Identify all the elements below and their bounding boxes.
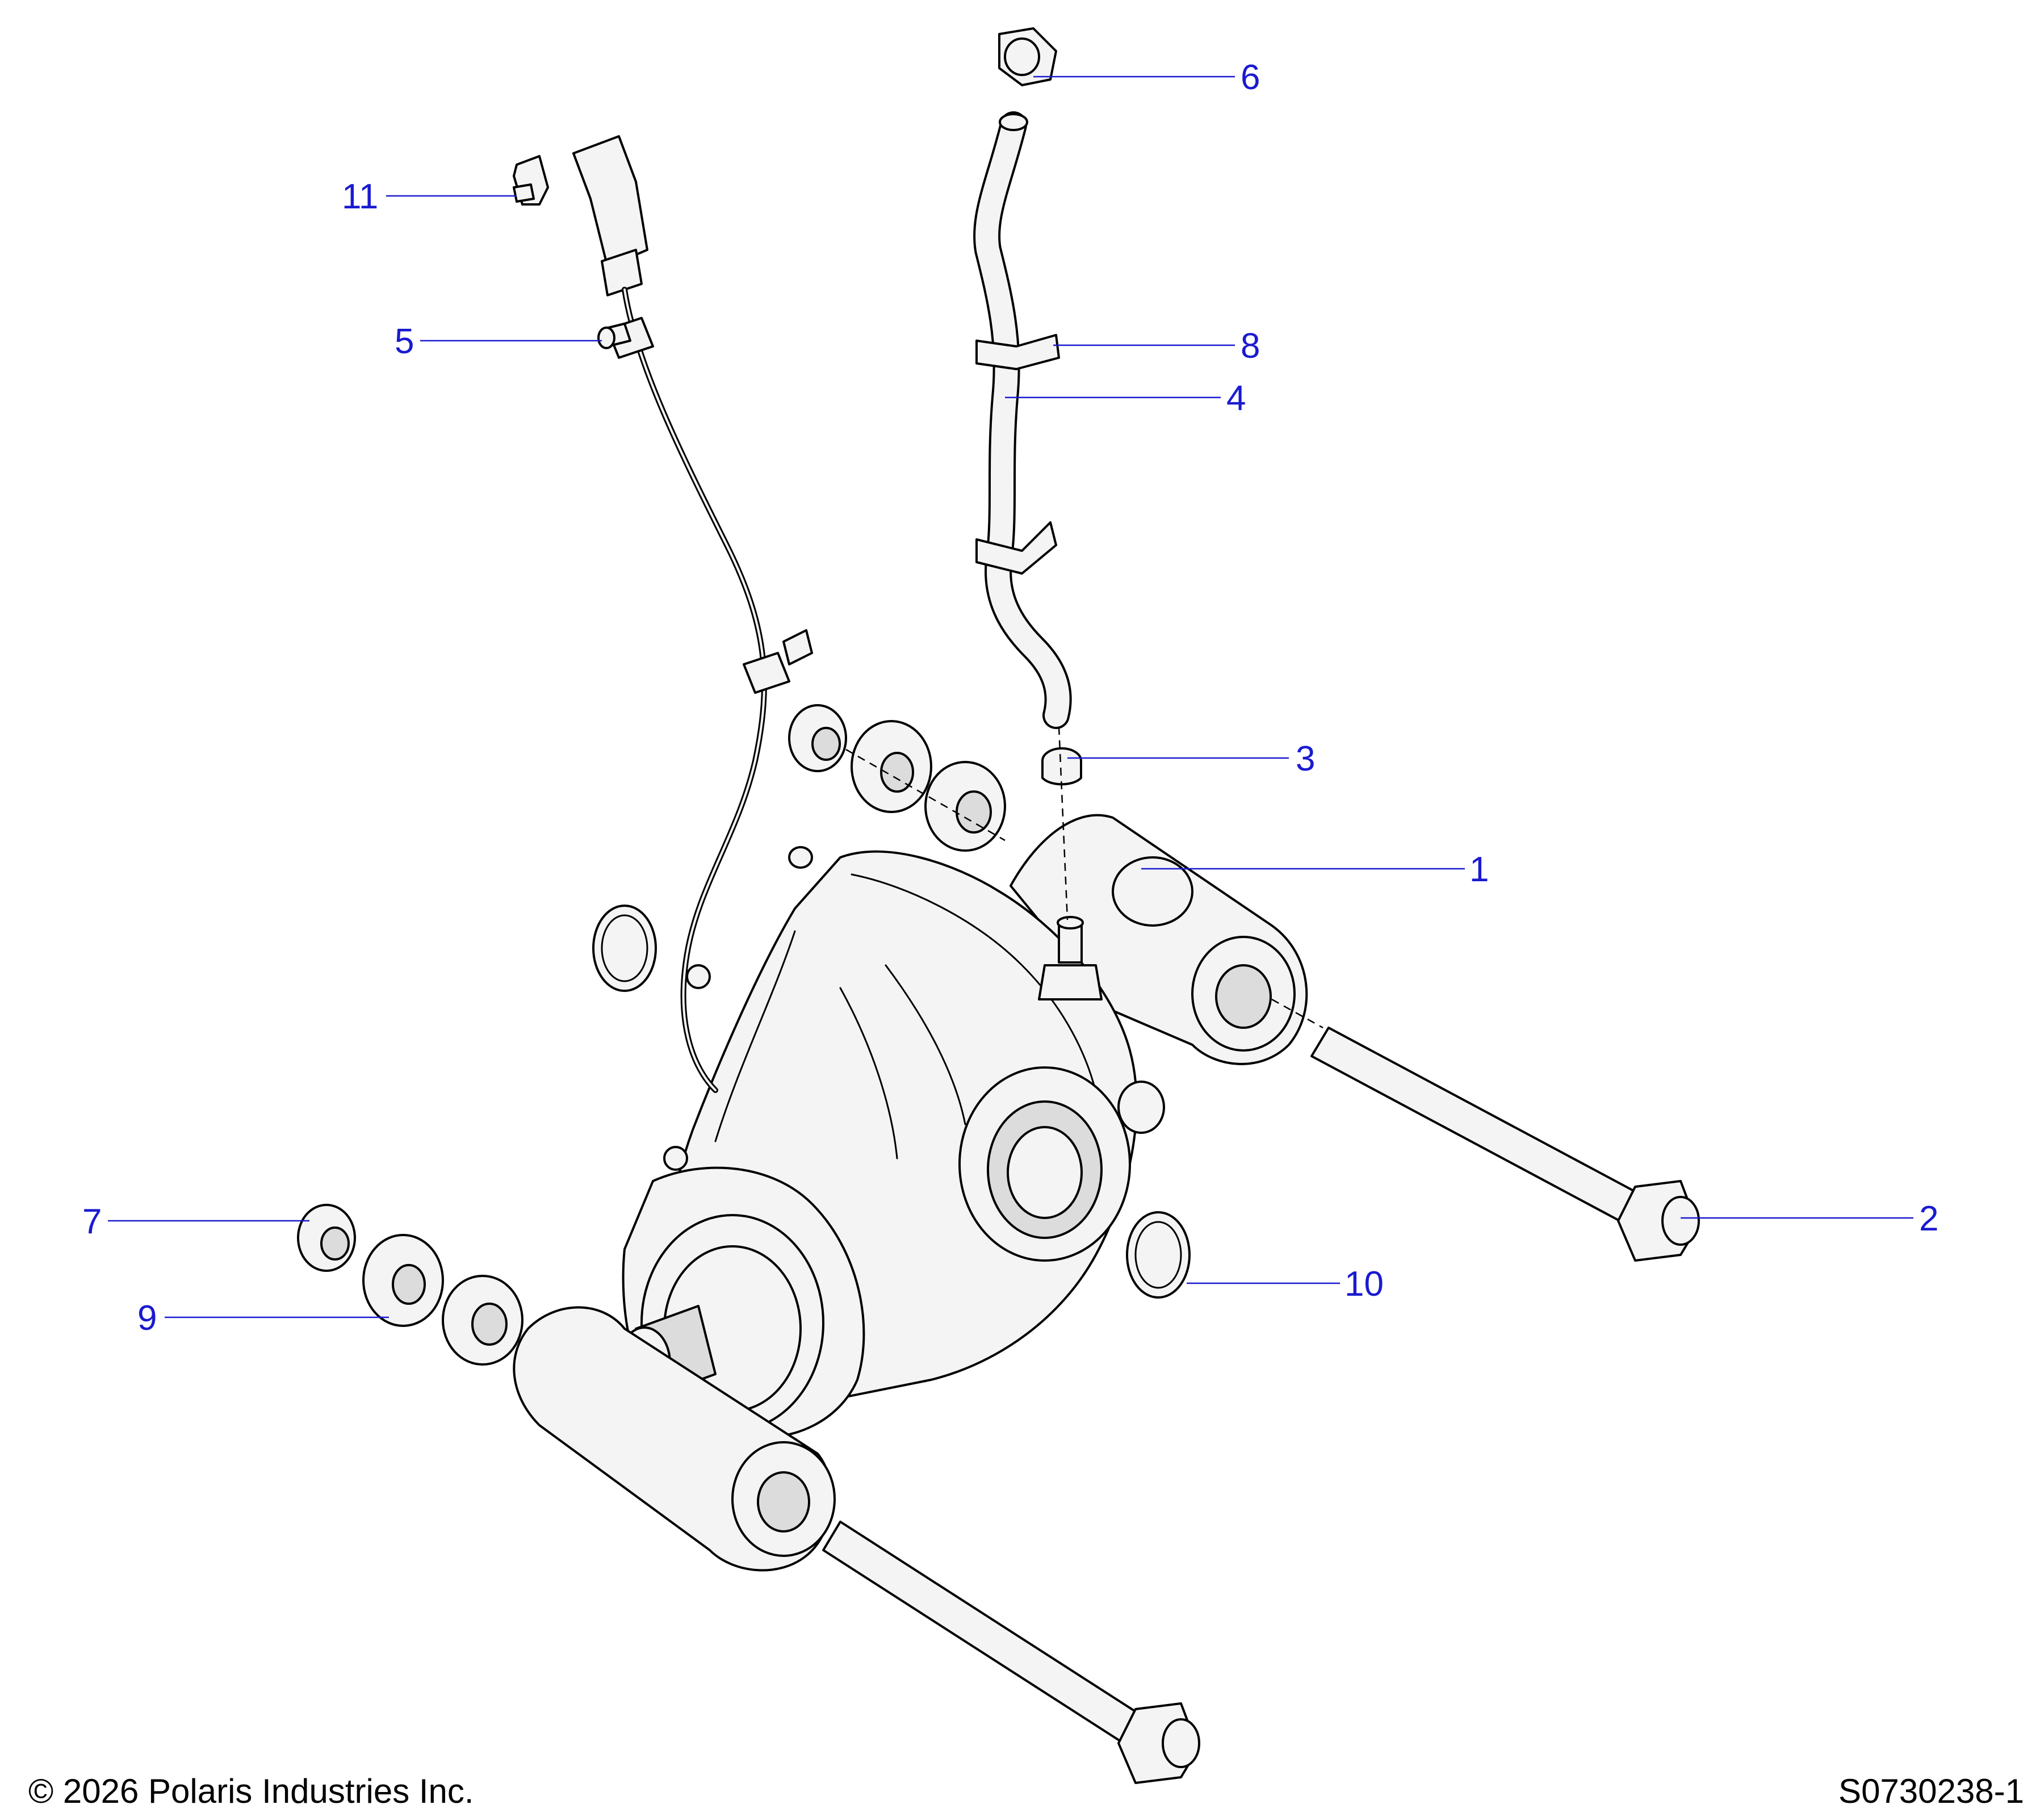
drawing-number: S0730238-1 bbox=[1838, 1772, 2024, 1810]
o-ring-right bbox=[1126, 1211, 1191, 1299]
push-clip bbox=[513, 155, 549, 206]
callout-5: 5 bbox=[395, 322, 414, 361]
callout-3: 3 bbox=[1296, 739, 1315, 778]
lower-mount-hardware bbox=[297, 1204, 523, 1366]
bushing-lower-hole bbox=[392, 1264, 426, 1305]
hose-clamp bbox=[1041, 747, 1082, 786]
flange-nut-lower-hole bbox=[320, 1226, 350, 1261]
callout-2: 2 bbox=[1919, 1199, 1938, 1238]
screw-harness bbox=[597, 323, 631, 349]
upper-mount-hardware bbox=[788, 704, 1006, 852]
long-bolt-upper bbox=[1310, 1027, 1700, 1262]
o-ring-left-inner bbox=[601, 914, 648, 982]
gearcase-housing bbox=[513, 814, 1308, 1572]
washer-lower-hole bbox=[471, 1303, 508, 1346]
hose-clip bbox=[975, 334, 1060, 575]
o-ring-left bbox=[592, 905, 657, 992]
callout-10: 10 bbox=[1344, 1265, 1384, 1304]
vent-hose bbox=[973, 111, 1072, 729]
vent-cap bbox=[998, 27, 1057, 86]
callout-1: 1 bbox=[1469, 850, 1489, 889]
o-ring-right-inner bbox=[1134, 1221, 1182, 1289]
callout-4: 4 bbox=[1226, 379, 1246, 418]
copyright-notice: © 2026 Polaris Industries Inc. bbox=[28, 1772, 474, 1810]
callout-9: 9 bbox=[137, 1299, 157, 1338]
callout-7: 7 bbox=[82, 1202, 102, 1241]
callout-11: 11 bbox=[342, 177, 378, 216]
callout-6: 6 bbox=[1241, 58, 1260, 97]
long-bolt-lower bbox=[822, 1521, 1200, 1784]
sensor-harness bbox=[572, 135, 813, 1093]
callout-numbers: 1 2 3 4 5 6 7 8 9 10 11 bbox=[82, 58, 1938, 1338]
callout-leaders bbox=[108, 76, 1913, 1318]
callout-8: 8 bbox=[1241, 326, 1260, 366]
